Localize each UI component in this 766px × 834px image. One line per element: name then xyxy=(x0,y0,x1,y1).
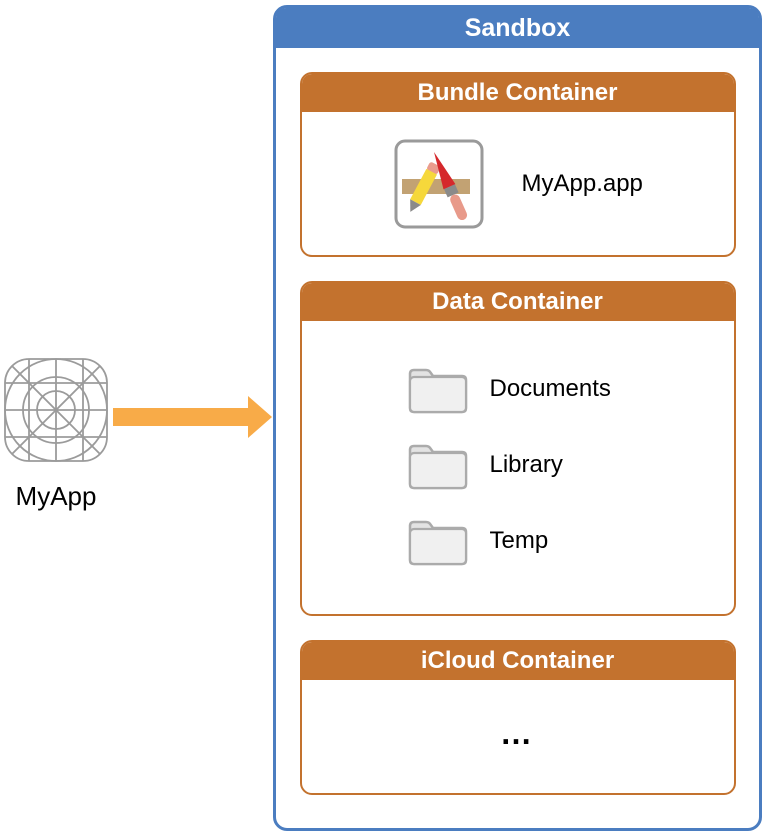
right-arrow-icon xyxy=(113,396,272,438)
folder-row-documents: Documents xyxy=(406,364,734,414)
folder-row-library: Library xyxy=(406,440,734,490)
icloud-container-title: iCloud Container xyxy=(301,642,734,680)
data-container-body: Documents Library xyxy=(302,321,734,566)
bundle-container-title: Bundle Container xyxy=(301,74,734,112)
bundle-container-body: MyApp.app xyxy=(302,112,734,255)
folder-icon xyxy=(408,368,467,414)
bundle-container: Bundle Container xyxy=(299,72,736,257)
app-name-label: MyApp xyxy=(15,481,97,511)
folder-label: Documents xyxy=(489,375,611,402)
icloud-container: iCloud Container … xyxy=(299,640,736,795)
sandbox-body: Bundle Container xyxy=(276,48,759,795)
data-container-title: Data Container xyxy=(301,283,734,321)
sandbox-box: Sandbox Bundle Container xyxy=(273,5,762,831)
folder-label: Library xyxy=(489,451,563,478)
sandbox-title: Sandbox xyxy=(276,8,759,48)
app-bundle-label: MyApp.app xyxy=(521,169,643,197)
folder-icon xyxy=(408,444,467,490)
app-template-icon xyxy=(4,358,108,462)
folder-row-temp: Temp xyxy=(406,516,734,566)
icloud-container-body: … xyxy=(302,680,734,793)
app-store-icon xyxy=(394,139,483,228)
folder-label: Temp xyxy=(489,527,549,554)
folder-icon xyxy=(408,520,467,566)
ellipsis-label: … xyxy=(500,714,535,751)
data-container: Data Container Documents xyxy=(299,281,736,616)
